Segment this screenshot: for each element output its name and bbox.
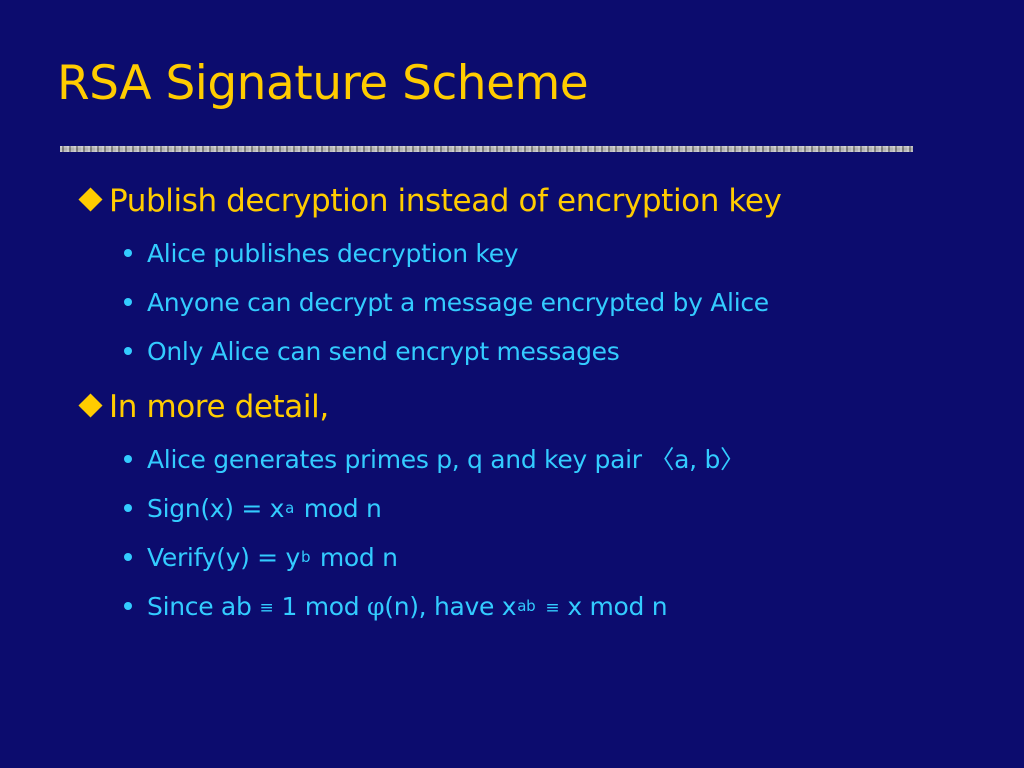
subbullet-text: Alice publishes decryption key (147, 239, 519, 268)
formula-text: Since ab (147, 592, 252, 621)
subbullet-text: Anyone can decrypt a message encrypted b… (147, 288, 769, 317)
equivalence-symbol: ≡ (259, 598, 274, 618)
subbullet-anyone-decrypt: Anyone can decrypt a message encrypted b… (124, 290, 769, 315)
dot-bullet-icon (124, 455, 132, 463)
dot-bullet-icon (124, 347, 132, 355)
right-angle-bracket: 〉 (720, 445, 745, 474)
bullet-more-detail: In more detail, (77, 392, 329, 423)
key-pair-text: a, b (674, 445, 721, 474)
subbullet-generates-primes: Alice generates primes p, q and key pair… (124, 447, 745, 472)
dot-bullet-icon (124, 602, 132, 610)
formula-text: Sign(x) = x (147, 494, 285, 523)
formula-text: 1 mod (281, 592, 368, 621)
subbullet-since-ab: Since ab ≡ 1 mod φ (n), have x ab ≡ x mo… (124, 592, 668, 621)
bullet-text: In more detail, (109, 389, 329, 425)
formula-text: Verify(y) = y (147, 543, 300, 572)
left-angle-bracket: 〈 (649, 445, 675, 474)
subbullet-alice-publishes: Alice publishes decryption key (124, 239, 519, 268)
subbullet-text: Alice generates primes p, q and key pair (147, 445, 650, 474)
subbullet-text: Only Alice can send encrypt messages (147, 337, 620, 366)
dot-bullet-icon (124, 504, 132, 512)
bullet-text: Publish decryption instead of encryption… (109, 183, 782, 219)
dot-bullet-icon (124, 298, 132, 306)
diamond-bullet-icon (78, 393, 103, 418)
subbullet-sign: Sign(x) = x a mod n (124, 496, 382, 521)
equivalence-symbol: ≡ (545, 598, 560, 618)
formula-tail: mod n (296, 494, 382, 523)
subbullet-only-alice: Only Alice can send encrypt messages (124, 337, 620, 366)
dot-bullet-icon (124, 249, 132, 257)
slide-title: RSA Signature Scheme (57, 56, 589, 111)
formula-text: x mod n (567, 592, 668, 621)
bullet-publish-decryption: Publish decryption instead of encryption… (77, 183, 782, 219)
dot-bullet-icon (124, 553, 132, 561)
title-divider (60, 146, 913, 152)
phi-symbol: φ (367, 592, 385, 621)
formula-text: (n), have x (384, 592, 517, 621)
formula-tail: mod n (312, 543, 398, 572)
diamond-bullet-icon (78, 187, 103, 212)
subbullet-verify: Verify(y) = y b mod n (124, 545, 398, 570)
